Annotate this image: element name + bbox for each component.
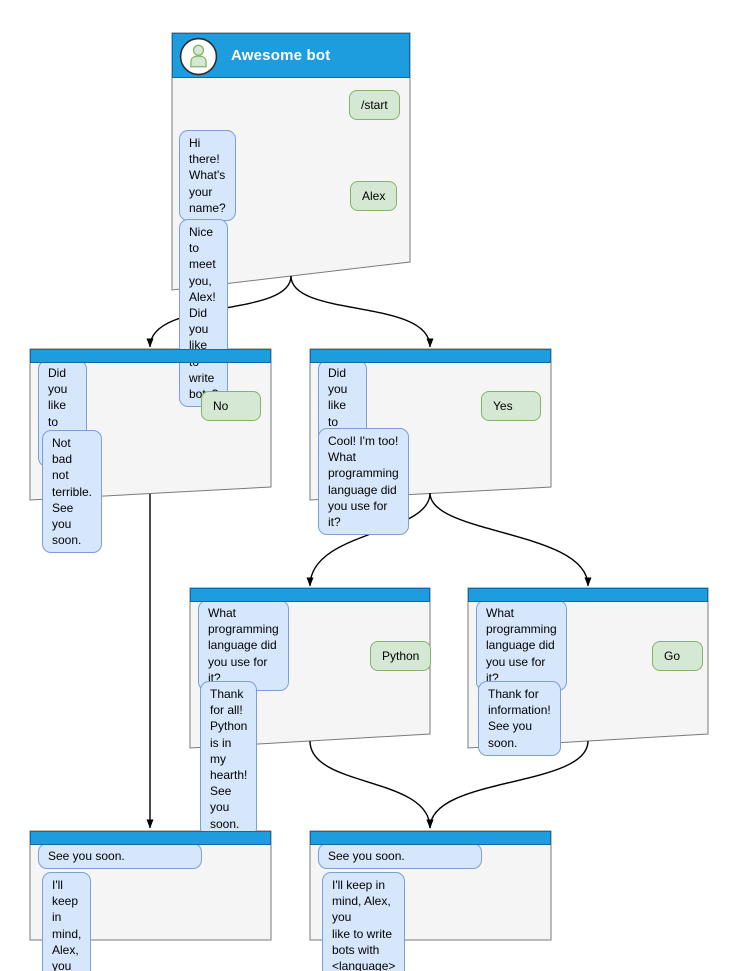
bot-message-bubble: What programming language did you use fo… (198, 600, 289, 691)
bot-message-bubble: Cool! I'm too! What programming language… (318, 428, 409, 536)
bot-message-bubble: I'll keep in mind, Alex, you don't like … (42, 872, 92, 971)
window-title-bar (310, 831, 551, 845)
bot-message-bubble: What programming language did you use fo… (476, 600, 567, 691)
window-title-bar (190, 588, 430, 602)
bot-avatar-icon (179, 37, 218, 76)
user-message-bubble: Alex (350, 181, 398, 212)
bot-message-bubble: Hi there! What's your name? (179, 130, 236, 221)
bot-message-bubble: I'll keep in mind, Alex, you like to wri… (322, 872, 406, 971)
window-title-bar (468, 588, 708, 602)
bot-message-bubble: Nice to meet you, Alex! Did you like to … (179, 219, 229, 408)
window-title-bar (310, 349, 551, 363)
bot-message-bubble: Thank for information! See you soon. (478, 681, 561, 756)
bot-message-bubble: Thank for all! Python is in my hearth! S… (200, 681, 258, 837)
bot-message-bubble: See you soon. (38, 843, 202, 870)
window-title: Awesome bot (231, 47, 331, 64)
user-message-bubble: Yes (481, 391, 541, 422)
connector-main-to-branch-yes (290, 275, 434, 348)
user-message-bubble: Go (652, 641, 703, 672)
bot-message-bubble: See you soon. (318, 843, 482, 870)
bot-message-bubble: Not bad not terrible. See you soon. (42, 430, 103, 554)
user-message-bubble: No (201, 391, 261, 422)
connector-lang-python-to-end-yes (309, 740, 434, 829)
connector-branch-yes-to-lang-go (429, 492, 592, 587)
window-title-bar (30, 349, 271, 363)
window-title-bar: Awesome bot (172, 33, 410, 78)
user-message-bubble: Python (370, 641, 432, 672)
window-title-bar (30, 831, 271, 845)
connector-lang-go-to-end-yes (426, 740, 589, 829)
user-message-bubble: /start (349, 90, 400, 121)
